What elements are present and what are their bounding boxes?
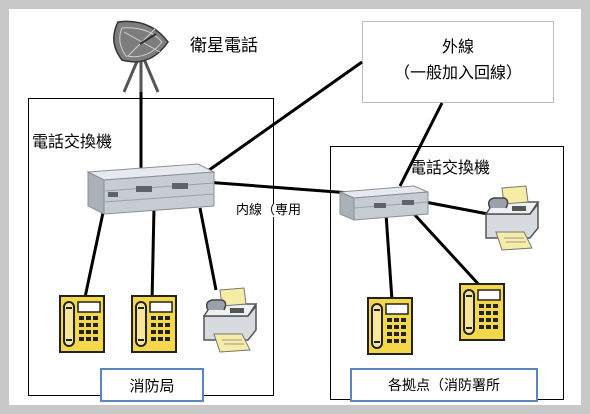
branch-name-box: 各拠点（消防署所 <box>350 368 538 402</box>
outside-line-title: 外線 <box>441 37 474 56</box>
phone-icon <box>367 297 413 355</box>
satellite-phone-label: 衛星電話 <box>190 36 258 56</box>
pbx-left-fax <box>198 207 218 291</box>
internal-line-label: 内線（専用 <box>236 203 302 218</box>
pbx-right-fax <box>424 200 489 216</box>
fax-icon <box>485 185 539 251</box>
outside-line-subtitle: （一般加入回線） <box>393 62 522 82</box>
fax-icon <box>203 287 257 353</box>
internal-line <box>204 180 351 195</box>
hq-name-box: 消防局 <box>100 368 204 402</box>
phone-icon <box>459 283 505 341</box>
branch-name-label: 各拠点（消防署所 <box>388 378 500 394</box>
pbx-left-phone2 <box>150 207 156 303</box>
pbx-right-phone2 <box>412 212 484 290</box>
phone-icon <box>59 295 105 353</box>
pbx-left-icon <box>86 163 216 215</box>
phone-icon <box>131 295 177 353</box>
outside-line-box: 外線 （一般加入回線） <box>362 21 554 103</box>
pbx-right-phone1 <box>384 213 394 301</box>
pbx-right-label: 電話交換機 <box>410 158 491 177</box>
outside-line-right <box>398 102 444 187</box>
pbx-left-phone1 <box>82 207 106 303</box>
pbx-right-icon <box>339 185 429 221</box>
hq-name-label: 消防局 <box>129 376 175 395</box>
pbx-left-label: 電話交換機 <box>32 132 113 151</box>
outside-line-left <box>194 60 363 182</box>
satellite-dish-icon <box>113 20 169 93</box>
